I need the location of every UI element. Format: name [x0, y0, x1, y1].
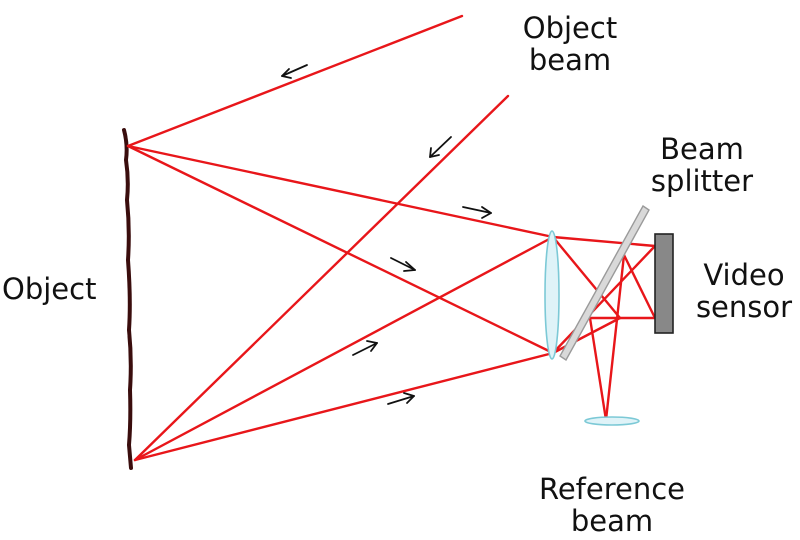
object-beam-label-line2: beam	[528, 43, 612, 77]
reference-beam-label-line2: beam	[570, 504, 654, 538]
scatter-ray-bottom-to-lens-top	[133, 235, 555, 462]
direction-arrows	[281, 64, 492, 405]
video-sensor-label-line1: Video	[703, 258, 785, 292]
object-beam-ray-upper	[126, 14, 464, 148]
object-beam-ray-lower	[133, 94, 510, 462]
beam-splitter	[559, 204, 650, 362]
arrow-scatter-3	[352, 340, 378, 356]
beam-splitter-label-line2: splitter	[650, 164, 754, 198]
object-surface	[122, 128, 133, 470]
object-beam-label-line1: Object	[522, 11, 618, 45]
video-sensor-label-line2: sensor	[695, 290, 793, 324]
video-sensor	[654, 233, 674, 334]
reference-ray-split	[622, 253, 657, 320]
reference-beam-label-line1: Reference	[538, 472, 686, 506]
scatter-ray-bottom-to-lens-bottom	[133, 351, 555, 462]
reference-ray-right	[604, 253, 626, 422]
ray-lens-top-cross	[551, 235, 622, 320]
arrow-scatter-4	[387, 392, 415, 405]
beam-splitter-label-line1: Beam	[660, 132, 744, 166]
light-rays	[126, 14, 657, 462]
arrow-object-beam-lower	[429, 136, 452, 158]
beam-splitter-label: Beam splitter	[634, 133, 770, 197]
scatter-ray-top-to-lens-top	[126, 144, 555, 239]
arrow-scatter-1	[462, 206, 492, 219]
arrow-object-beam-upper	[281, 64, 308, 79]
video-sensor-label: Video sensor	[688, 259, 800, 323]
object-beam-label: Object beam	[508, 12, 632, 76]
object-label: Object	[2, 272, 97, 306]
imaging-lens	[544, 230, 560, 360]
ray-lens-top-to-sensor	[551, 235, 657, 248]
reference-ray-left	[588, 316, 608, 422]
reference-beam-label: Reference beam	[522, 473, 702, 537]
reference-lens	[584, 416, 640, 426]
arrow-scatter-2	[390, 257, 416, 272]
scatter-ray-top-to-lens-bottom	[126, 144, 555, 355]
ray-lens-bottom-to-sensor	[551, 244, 657, 355]
